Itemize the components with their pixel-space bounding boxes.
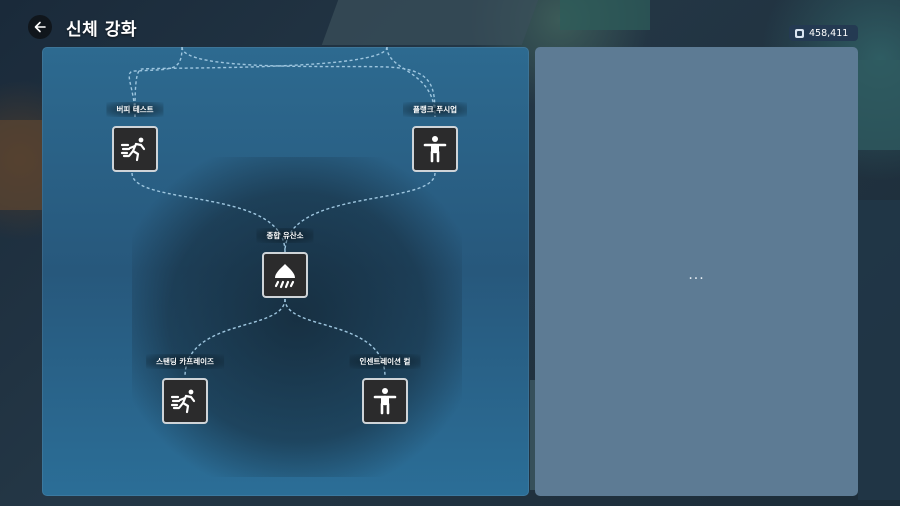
standing-figure-icon bbox=[423, 136, 447, 163]
header: 신체 강화 bbox=[28, 14, 137, 40]
background-scene-shelf bbox=[0, 120, 42, 210]
background-scene-wall bbox=[321, 0, 539, 45]
skill-node-aerobic[interactable]: 종합 유산소 bbox=[256, 228, 314, 298]
skill-node-button[interactable] bbox=[262, 252, 308, 298]
coin-icon bbox=[795, 28, 804, 38]
arrow-left-icon bbox=[34, 21, 46, 33]
skill-node-label: 버피 테스트 bbox=[106, 102, 164, 117]
background-scene-floor bbox=[858, 200, 900, 500]
skill-node-bp-test[interactable]: 버피 테스트 bbox=[106, 102, 164, 172]
currency-display: 458,411 bbox=[789, 25, 858, 41]
skill-node-button[interactable] bbox=[362, 378, 408, 424]
skill-node-label: 종합 유산소 bbox=[256, 228, 314, 243]
skill-node-plank-push[interactable]: 플랭크 푸시업 bbox=[402, 102, 468, 172]
standing-figure-icon bbox=[373, 388, 397, 415]
skill-node-button[interactable] bbox=[412, 126, 458, 172]
skill-node-button[interactable] bbox=[112, 126, 158, 172]
currency-amount: 458,411 bbox=[809, 27, 849, 39]
back-button[interactable] bbox=[28, 15, 52, 39]
skill-tree-panel: 버피 테스트 플랭크 푸시업 bbox=[42, 47, 529, 496]
sprint-figure-icon bbox=[120, 137, 146, 162]
background-scene-desk bbox=[855, 60, 900, 150]
page-title: 신체 강화 bbox=[66, 19, 137, 40]
skill-node-standing-calf[interactable]: 스탠딩 카프레이즈 bbox=[146, 354, 224, 424]
skill-node-button[interactable] bbox=[162, 378, 208, 424]
skill-node-label: 스탠딩 카프레이즈 bbox=[146, 354, 224, 369]
skill-detail-panel: ... bbox=[535, 47, 858, 496]
skill-node-label: 인센트레이션 컬 bbox=[349, 354, 421, 369]
detail-placeholder: ... bbox=[688, 267, 705, 283]
skill-node-interval[interactable]: 인센트레이션 컬 bbox=[349, 354, 421, 424]
skill-node-label: 플랭크 푸시업 bbox=[402, 102, 468, 117]
background-scene-machine bbox=[560, 0, 650, 30]
sprint-figure-icon bbox=[170, 389, 196, 414]
shower-drop-icon bbox=[274, 264, 295, 289]
